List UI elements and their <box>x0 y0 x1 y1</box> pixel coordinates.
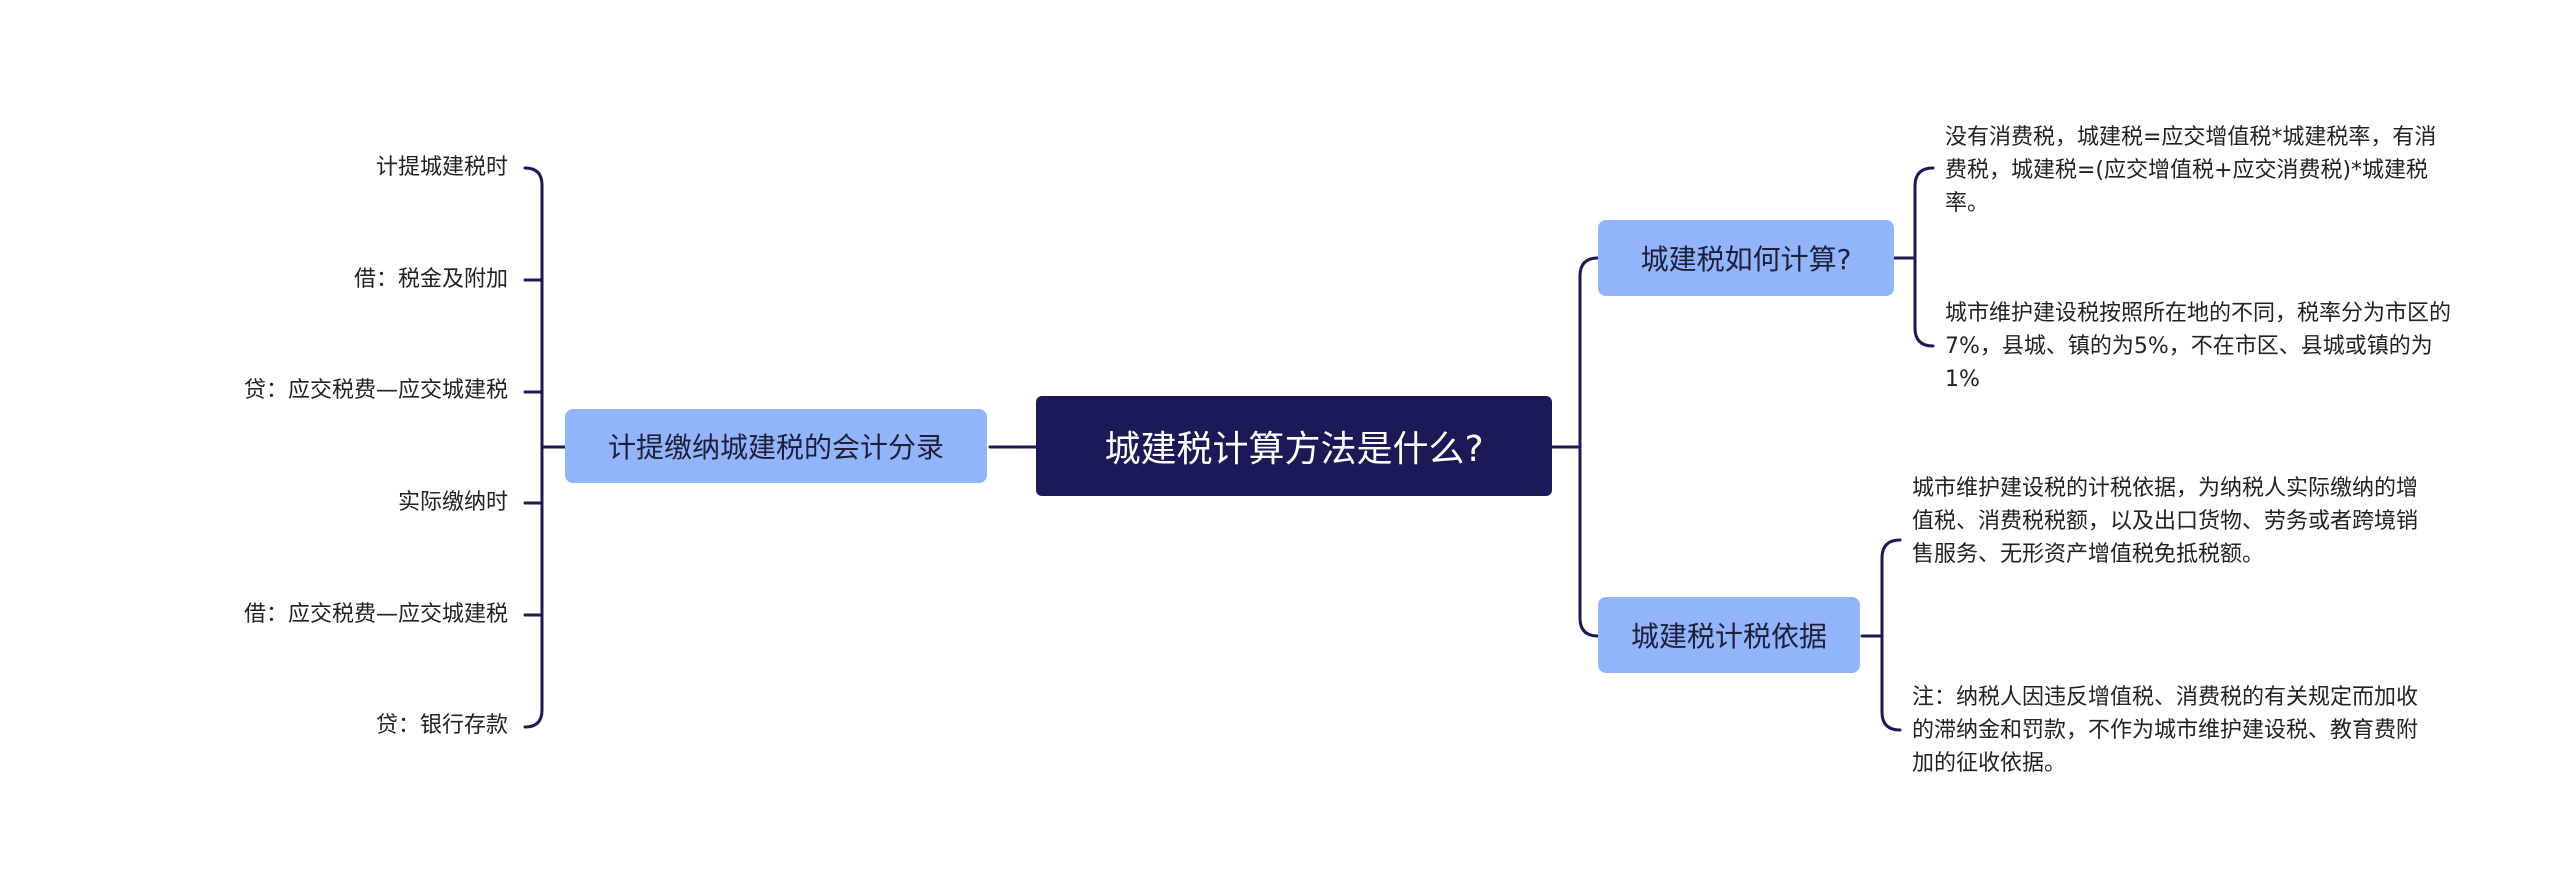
branch-how-to-calculate[interactable]: 城建税如何计算? <box>1598 220 1894 296</box>
leaf-left-5: 借：应交税费—应交城建税 <box>243 602 508 627</box>
root-label: 城建税计算方法是什么? <box>1104 429 1484 470</box>
leaf-right-top-1: 没有消费税，城建税=应交增值税*城建税率，有消费税，城建税=(应交增值税+应交消… <box>1945 125 2437 216</box>
bracket-right-bottom <box>1880 538 1902 732</box>
leaf-left-2: 借：税金及附加 <box>353 267 508 292</box>
bracket-left <box>523 166 544 729</box>
root-node[interactable]: 城建税计算方法是什么? <box>1036 396 1552 496</box>
branch-accounting-entries[interactable]: 计提缴纳城建税的会计分录 <box>565 409 987 483</box>
leaf-left-3: 贷：应交税费—应交城建税 <box>243 378 508 403</box>
branch-accounting-entries-label: 计提缴纳城建税的会计分录 <box>607 431 944 464</box>
bracket-right-main <box>1578 256 1600 638</box>
branch-tax-basis[interactable]: 城建税计税依据 <box>1598 597 1860 673</box>
bracket-right-top <box>1913 166 1935 348</box>
leaf-left-1: 计提城建税时 <box>375 155 508 180</box>
leaf-right-bottom-1: 城市维护建设税的计税依据，为纳税人实际缴纳的增值税、消费税税额，以及出口货物、劳… <box>1912 476 2419 567</box>
branch-how-to-calculate-label: 城建税如何计算? <box>1640 243 1852 276</box>
leaf-right-top-2: 城市维护建设税按照所在地的不同，税率分为市区的7%，县城、镇的为5%，不在市区、… <box>1945 301 2452 392</box>
leaf-left-4: 实际缴纳时 <box>397 490 508 515</box>
branch-tax-basis-label: 城建税计税依据 <box>1630 620 1827 653</box>
leaf-right-bottom-2: 注：纳税人因违反增值税、消费税的有关规定而加收的滞纳金和罚款，不作为城市维护建设… <box>1912 685 2419 776</box>
leaf-left-6: 贷：银行存款 <box>375 713 508 738</box>
